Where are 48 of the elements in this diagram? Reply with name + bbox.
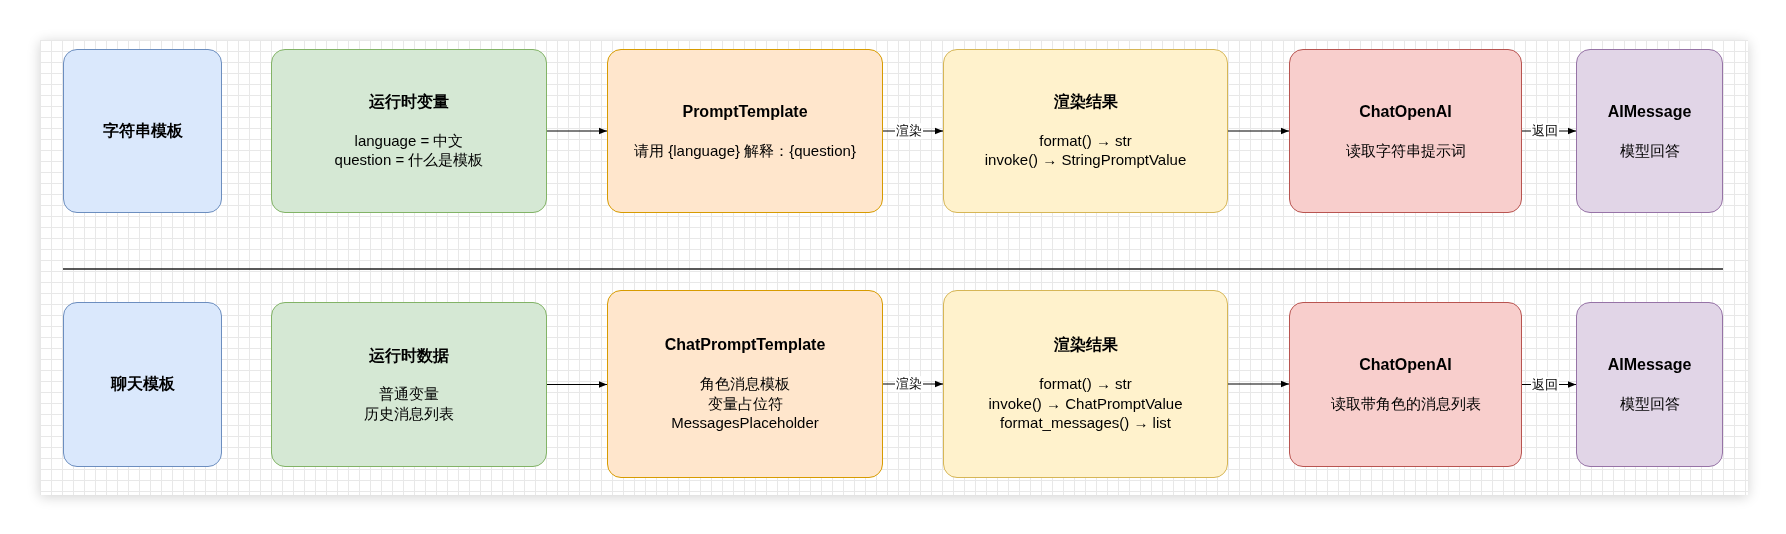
node-title: ChatOpenAI (1359, 355, 1452, 376)
variables-box (271, 49, 547, 213)
node-text: language = 中文 (354, 130, 464, 151)
edge-label: 返回 (1531, 123, 1559, 139)
edge-label: 渲染 (895, 123, 923, 139)
node-text: 请用 {language} 解释：{question} (634, 140, 856, 161)
node-title: AIMessage (1607, 355, 1692, 376)
model-box (1289, 49, 1522, 213)
node-title: 运行时变量 (369, 92, 449, 113)
edge-label: 渲染 (895, 376, 923, 392)
node-text: 变量占位符 (707, 393, 783, 414)
render-result-box (943, 49, 1228, 213)
node-title: 运行时数据 (369, 345, 449, 366)
message-box (1576, 302, 1723, 467)
node-text: format() → str (1039, 130, 1132, 151)
node-text: 模型回答 (1619, 140, 1680, 161)
render-result-box (943, 290, 1228, 478)
node-text: 读取带角色的消息列表 (1330, 394, 1481, 414)
node-title: AIMessage (1607, 101, 1692, 122)
node-title: PromptTemplate (682, 101, 808, 122)
node-text: 角色消息模板 (700, 374, 790, 394)
arrow (1227, 380, 1290, 388)
node-text: 模型回答 (1619, 394, 1680, 414)
node-text: format_messages() → list (1000, 413, 1171, 433)
prompt-template-box (607, 49, 883, 213)
template-box (63, 302, 222, 467)
node-text: question = 什么是模板 (334, 150, 484, 170)
prompt-template-box (607, 290, 883, 478)
node-text: 历史消息列表 (364, 403, 454, 424)
node-text: 读取字符串提示词 (1345, 140, 1466, 161)
node-text: MessagesPlaceholder (671, 413, 819, 433)
node-text: invoke() → ChatPromptValue (988, 393, 1183, 414)
arrow (546, 127, 608, 135)
model-box (1289, 302, 1522, 467)
arrow (546, 381, 608, 388)
node-title: 字符串模板 (102, 120, 183, 141)
node-title: 聊天模板 (110, 374, 175, 395)
template-box (63, 49, 222, 213)
node-text: format() → str (1039, 374, 1132, 394)
variables-box (271, 302, 547, 467)
node-title: 渲染结果 (1053, 92, 1118, 113)
arrow (1227, 127, 1290, 135)
node-text: invoke() → StringPromptValue (984, 150, 1187, 170)
node-text: 普通变量 (379, 384, 439, 404)
node-title: 渲染结果 (1053, 335, 1118, 356)
message-box (1576, 49, 1723, 213)
node-title: ChatOpenAI (1359, 101, 1452, 122)
node-title: ChatPromptTemplate (664, 335, 826, 356)
